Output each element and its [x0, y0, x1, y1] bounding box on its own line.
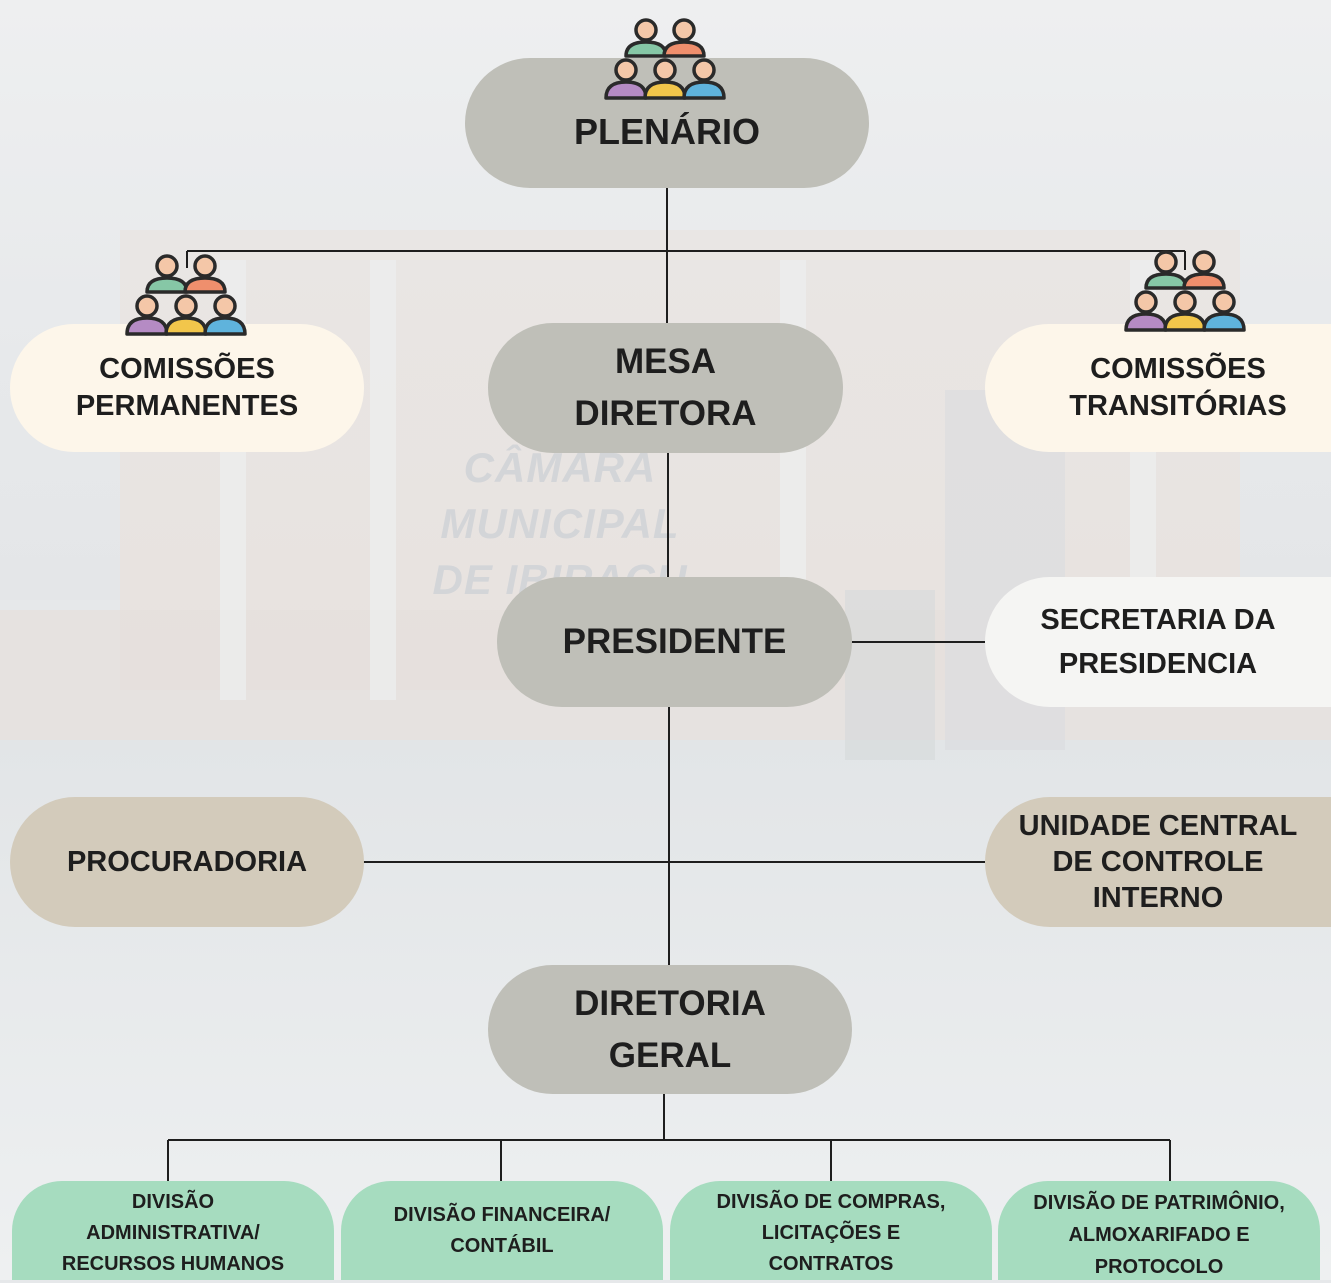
- node-comissoes-permanentes: COMISSÕES PERMANENTES: [10, 324, 364, 452]
- people-group-icon: [125, 254, 247, 336]
- people-group-icon: [604, 18, 726, 100]
- node-divisao-administrativa: DIVISÃO ADMINISTRATIVA/ RECURSOS HUMANOS: [12, 1181, 334, 1280]
- node-divisao-compras-label: DIVISÃO DE COMPRAS, LICITAÇÕES E CONTRAT…: [716, 1191, 946, 1275]
- node-procuradoria: PROCURADORIA: [10, 797, 364, 927]
- node-divisao-patrimonio: DIVISÃO DE PATRIMÔNIO, ALMOXARIFADO E PR…: [998, 1181, 1320, 1280]
- node-divisao-compras: DIVISÃO DE COMPRAS, LICITAÇÕES E CONTRAT…: [670, 1181, 992, 1280]
- node-mesa-diretora-label: MESA DIRETORA: [574, 342, 757, 433]
- node-comissoes-transitorias-label: COMISSÕES TRANSITÓRIAS: [1069, 353, 1287, 422]
- node-divisao-financeira-label: DIVISÃO FINANCEIRA/ CONTÁBIL: [393, 1203, 611, 1257]
- node-divisao-administrativa-label: DIVISÃO ADMINISTRATIVA/ RECURSOS HUMANOS: [61, 1191, 285, 1275]
- node-presidente: PRESIDENTE: [497, 577, 852, 707]
- node-mesa-diretora: MESA DIRETORA: [488, 323, 843, 453]
- node-diretoria-geral: DIRETORIA GERAL: [488, 965, 852, 1094]
- node-presidente-label: PRESIDENTE: [562, 622, 787, 661]
- node-comissoes-permanentes-label: COMISSÕES PERMANENTES: [75, 353, 299, 422]
- node-diretoria-geral-label: DIRETORIA GERAL: [574, 983, 766, 1075]
- node-procuradoria-label: PROCURADORIA: [66, 845, 308, 878]
- node-divisao-patrimonio-label: DIVISÃO DE PATRIMÔNIO, ALMOXARIFADO E PR…: [1033, 1191, 1285, 1278]
- node-controle-interno: UNIDADE CENTRAL DE CONTROLE INTERNO: [985, 797, 1331, 927]
- node-secretaria-presidencia-label: SECRETARIA DA PRESIDENCIA: [1040, 604, 1276, 680]
- node-secretaria-presidencia: SECRETARIA DA PRESIDENCIA: [985, 577, 1331, 707]
- people-group-icon: [1124, 250, 1246, 332]
- node-divisao-financeira: DIVISÃO FINANCEIRA/ CONTÁBIL: [341, 1181, 663, 1280]
- node-plenario-label: PLENÁRIO: [573, 111, 760, 152]
- node-controle-interno-label: UNIDADE CENTRAL DE CONTROLE INTERNO: [1018, 810, 1298, 914]
- node-comissoes-transitorias: COMISSÕES TRANSITÓRIAS: [985, 324, 1331, 452]
